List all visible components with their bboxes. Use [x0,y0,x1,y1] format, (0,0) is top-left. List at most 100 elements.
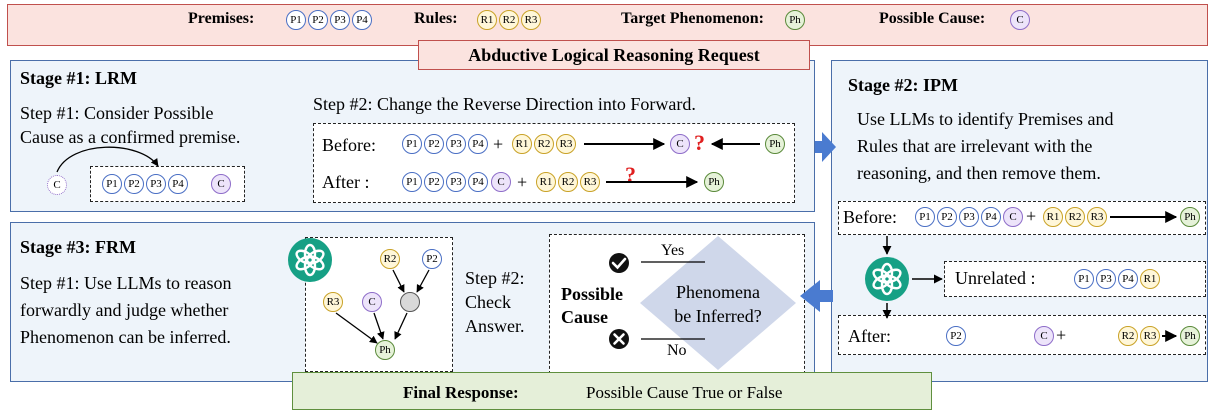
stage1-set-p4: P4 [168,174,188,194]
stage3-step2-line2: Check [465,292,511,312]
target-ph: Ph [785,10,805,30]
premise-p2: P2 [308,10,328,30]
s1a-ph: Ph [704,172,724,192]
premise-p1: P1 [286,10,306,30]
s3-r2: R2 [380,249,400,269]
rule-r1: R1 [477,10,497,30]
s2b-plus: + [1026,206,1037,226]
s2b-r3: R3 [1087,207,1107,227]
s2a-r2: R2 [1118,326,1138,346]
s3-p2: P2 [422,249,442,269]
s1b-p3: P3 [446,134,466,154]
cause-label-s3: Cause [561,307,609,327]
s1a-r3: R3 [580,172,600,192]
stage1-before-after-box [313,123,795,203]
stage3-title: Stage #3: FRM [20,237,136,257]
premise-p3: P3 [330,10,350,30]
stage1-set-p1: P1 [102,174,122,194]
s2u-r1: R1 [1140,269,1160,289]
request-title-box [418,40,810,70]
s1a-p1: P1 [402,172,422,192]
request-title: Abductive Logical Reasoning Request [468,45,760,65]
stage2-unrelated-box [944,261,1206,297]
s3-intermediate-node [400,292,420,312]
s2b-p3: P3 [959,207,979,227]
s1b-ph: Ph [765,134,785,154]
s1a-p3: P3 [446,172,466,192]
cause-c: C [1010,10,1030,30]
s2b-c: C [1003,207,1023,227]
stage1-set-c: C [211,174,231,194]
s2u-p4: P4 [1118,269,1138,289]
stage2-before-label: Before: [843,207,897,227]
s2b-r2: R2 [1065,207,1085,227]
s1b-p2: P2 [424,134,444,154]
s1b-c: C [670,134,690,154]
premise-p4: P4 [352,10,372,30]
decision-line2: be Inferred? [674,306,762,326]
s2a-plus: + [1056,325,1067,345]
stage3-step1-line3: Phenomenon can be inferred. [20,327,231,347]
s2a-c: C [1034,326,1054,346]
s1b-p4: P4 [468,134,488,154]
s2u-p3: P3 [1096,269,1116,289]
s2a-ph: Ph [1180,326,1200,346]
stage3-step2-line1: Step #2: [465,268,525,288]
s2a-p2: P2 [946,326,966,346]
s1b-r1: R1 [512,134,532,154]
rule-r2: R2 [499,10,519,30]
final-response-box [292,372,932,410]
stage1-step1-line1: Step #1: Consider Possible [20,103,214,123]
stage2-line3: reasoning, and then remove them. [857,163,1101,183]
stage3-step1-line2: forwardly and judge whether [20,300,229,320]
s2a-r3: R3 [1140,326,1160,346]
s1b-p1: P1 [402,134,422,154]
s2b-p2: P2 [937,207,957,227]
rules-label: Rules: [414,10,458,27]
s2b-p1: P1 [915,207,935,227]
s1a-r1: R1 [536,172,556,192]
s1a-r2: R2 [558,172,578,192]
stage1-after-label: After : [322,172,370,192]
decision-line1: Phenomena [676,282,760,302]
s1b-question: ? [694,130,705,155]
stage2-line1: Use LLMs to identify Premises and [857,109,1114,129]
final-text: Possible Cause True or False [586,383,783,402]
stage3-step2-line3: Answer. [465,316,525,336]
s2b-ph: Ph [1180,207,1200,227]
s1b-plus: + [493,134,504,154]
stage2-title: Stage #2: IPM [848,75,958,95]
target-label: Target Phenomenon: [621,10,764,27]
possible-label: Possible [561,284,624,304]
s2u-p1: P1 [1074,269,1094,289]
s2b-r1: R1 [1043,207,1063,227]
stage2-unrelated-label: Unrelated : [955,268,1036,288]
stage1-set-p2: P2 [124,174,144,194]
s3-ph: Ph [375,340,395,360]
s1a-plus: + [517,172,528,192]
rule-r3: R3 [521,10,541,30]
header-bar [7,4,1208,46]
stage3-step1-line1: Step #1: Use LLMs to reason [20,273,232,293]
no-label: No [667,342,687,359]
s1a-p2: P2 [424,172,444,192]
stage2-after-label: After: [848,326,891,346]
stage1-before-label: Before: [322,135,376,155]
stage1-set-p3: P3 [146,174,166,194]
s1b-r2: R2 [534,134,554,154]
s1a-c: C [491,172,511,192]
stage1-title: Stage #1: LRM [20,68,137,88]
s1a-question: ? [625,162,636,187]
premises-label: Premises: [188,10,255,27]
s3-c: C [362,292,382,312]
s1a-p4: P4 [468,172,488,192]
yes-label: Yes [661,242,685,259]
s1b-r3: R3 [556,134,576,154]
stage1-cause-dotted: C [47,175,67,195]
stage1-step2: Step #2: Change the Reverse Direction in… [313,94,696,114]
stage2-line2: Rules that are irrelevant with the [857,136,1093,156]
s2b-p4: P4 [981,207,1001,227]
s3-r3: R3 [323,292,343,312]
stage1-step1-line2: Cause as a confirmed premise. [20,127,241,147]
cause-label: Possible Cause: [879,10,986,27]
